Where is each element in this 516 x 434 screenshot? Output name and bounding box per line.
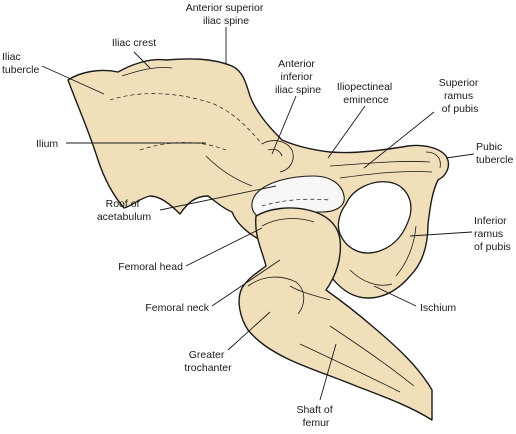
label-greater-trochanter: Greater trochanter: [184, 349, 232, 374]
trochanter-crest: [289, 285, 331, 301]
leader-roof-acetabulum: [159, 185, 277, 211]
label-anterior-inferior-iliac-spine: Anterior inferior iliac spine: [275, 58, 321, 96]
leader-iliac-crest: [133, 51, 151, 69]
label-anterior-superior-iliac-spine: Anterior superior iliac spine: [186, 2, 267, 27]
label-ischium: Ischium: [420, 302, 456, 314]
ilium-inner-line: [139, 142, 227, 151]
aiis-bump: [261, 140, 294, 173]
label-shaft-of-femur: Shaft of femur: [296, 404, 335, 429]
leader-aiis: [271, 95, 297, 155]
leader-greater-trochanter: [227, 311, 271, 351]
label-superior-ramus-of-pubis: Superior ramus of pubis: [439, 77, 482, 115]
labels: Anterior superior iliac spine Iliac cres…: [2, 2, 514, 429]
leader-lines: [41, 27, 475, 401]
pelvis: [67, 58, 450, 299]
label-iliopectineal-eminence: Iliopectineal eminence: [337, 81, 395, 106]
ischium-line: [349, 269, 393, 286]
leader-superior-ramus: [363, 111, 435, 169]
femur-shaft-line-2: [299, 343, 401, 393]
leader-pubic-tubercle: [445, 153, 475, 159]
label-pubic-tubercle: Pubic tubercle: [476, 141, 514, 166]
pubic-ramus-ridge-2: [339, 171, 433, 179]
leader-iliac-tubercle: [41, 65, 105, 95]
femur-bone: [238, 207, 433, 421]
iliac-crest-ridge: [121, 67, 173, 77]
aiis-inner: [267, 148, 283, 157]
femoral-head-contour: [261, 218, 315, 227]
obturator-foramen: [337, 181, 412, 254]
pubic-ramus-ridge: [329, 161, 431, 167]
leader-femoral-head: [185, 227, 263, 267]
leader-femoral-neck: [211, 259, 281, 307]
leader-inferior-ramus: [409, 231, 473, 237]
pubic-tubercle-detail: [425, 151, 441, 169]
leader-ischium: [373, 285, 417, 307]
femur: [238, 207, 433, 421]
label-roof-of-acetabulum: Roof of acetabulum: [97, 198, 152, 223]
label-ilium: Ilium: [36, 138, 58, 150]
leader-iliopectineal: [327, 105, 366, 159]
greater-trochanter-outline: [247, 276, 305, 315]
iliac-fossa-outline: [109, 93, 263, 145]
inferior-ramus-line: [395, 225, 417, 277]
label-femoral-neck: Femoral neck: [145, 302, 209, 314]
leader-shaft-femur: [319, 343, 337, 401]
ilium-sulcus: [205, 155, 253, 187]
label-iliac-tubercle: Iliac tubercle: [2, 51, 40, 76]
label-iliac-crest: Iliac crest: [112, 37, 156, 49]
femur-shaft-line: [329, 325, 415, 387]
label-femoral-head: Femoral head: [118, 261, 183, 273]
label-inferior-ramus-of-pubis: Inferior ramus of pubis: [474, 215, 511, 253]
